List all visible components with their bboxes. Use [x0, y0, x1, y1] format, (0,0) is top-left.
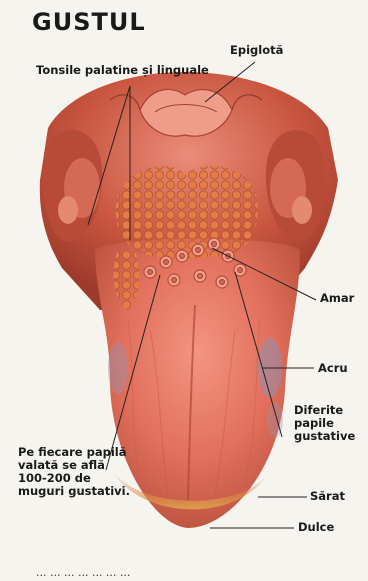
label-sour: Acru [318, 362, 348, 375]
label-salty: Sărat [310, 490, 345, 503]
label-vallate-note: Pe fiecare papilă valată se află 100-200… [18, 446, 136, 498]
label-bitter: Amar [320, 292, 354, 305]
label-sweet: Dulce [298, 521, 334, 534]
footer-text-fragment: ... ... ... ... ... ... ... [36, 566, 356, 579]
label-epiglottis: Epiglotă [230, 44, 283, 57]
page-title: GUSTUL [32, 8, 146, 36]
label-tonsils: Tonsile palatine și linguale [36, 64, 209, 77]
label-papillae: Diferite papile gustative [294, 404, 364, 443]
